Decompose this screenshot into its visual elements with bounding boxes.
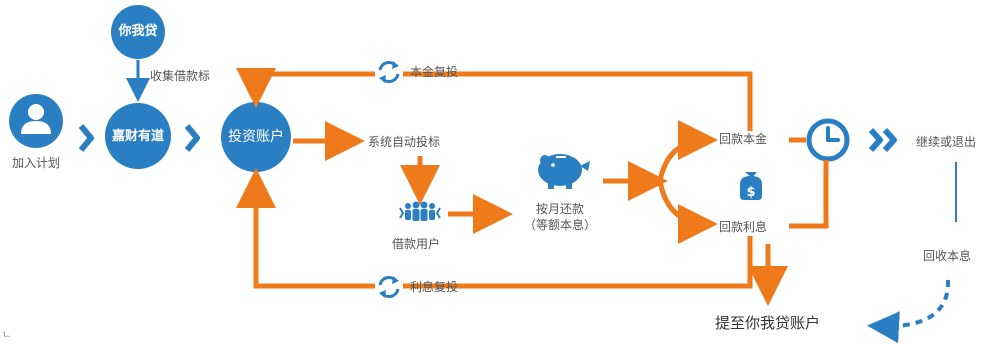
continue-exit-label: 继续或退出	[916, 135, 977, 149]
people-icon	[399, 201, 441, 221]
double-chevron-right-icon	[868, 127, 883, 153]
collect-loans-label: 收集借款标	[150, 69, 211, 83]
monthly-repay-sub-label: （等额本息）	[523, 218, 596, 232]
recover-label: 回收本息	[923, 249, 972, 263]
brand-circle	[111, 5, 165, 59]
interest-to-clock-path	[789, 160, 829, 229]
recover-dashed-path	[867, 279, 951, 344]
interest-reinvest-path	[236, 168, 753, 289]
piggy-bank-icon	[538, 154, 590, 189]
invest-account-label: 投资账户	[228, 129, 284, 145]
auto-bid-label: 系统自动投标	[368, 135, 441, 149]
chevron-right-icon	[184, 124, 200, 152]
money-bag-icon: $	[740, 172, 762, 200]
principal-reinvest-label: 本金复投	[410, 65, 459, 79]
double-chevron-right-icon	[882, 127, 897, 153]
interest-reinvest-label: 利息复投	[410, 280, 459, 294]
chevron-right-icon	[78, 124, 94, 152]
invest-account-circle	[221, 102, 291, 172]
user-icon	[9, 94, 63, 148]
join-plan-label: 加入计划	[12, 156, 61, 170]
clock-icon	[806, 118, 850, 162]
refresh-icon	[375, 273, 403, 301]
branch-down-curve	[657, 180, 718, 244]
borrowers-label: 借款用户	[392, 237, 441, 251]
return-interest-label: 回款利息	[719, 220, 768, 234]
jiacai-circle	[105, 103, 171, 169]
monthly-repay-label: 按月还款	[535, 202, 584, 216]
footer-mark: ㄴ	[2, 330, 12, 341]
branch-up-curve	[657, 120, 718, 182]
svg-text:$: $	[746, 185, 755, 200]
principal-reinvest-path	[236, 68, 753, 131]
return-principal-label: 回款本金	[719, 132, 768, 146]
brand-top-label: 你我贷	[118, 24, 158, 39]
withdraw-label: 提至你我贷账户	[715, 314, 821, 332]
refresh-icon	[375, 58, 403, 86]
jiacai-label: 嘉财有道	[111, 129, 164, 144]
